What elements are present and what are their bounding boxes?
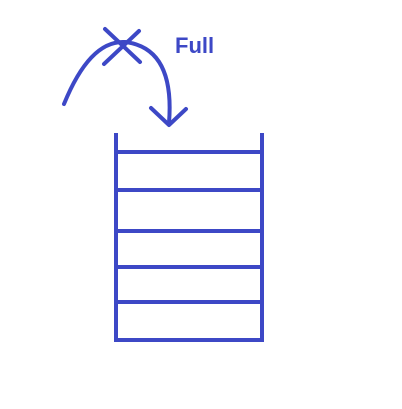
blocked-x-mark xyxy=(102,27,142,66)
push-arrow-head xyxy=(149,106,188,127)
full-label: Full xyxy=(175,33,215,58)
